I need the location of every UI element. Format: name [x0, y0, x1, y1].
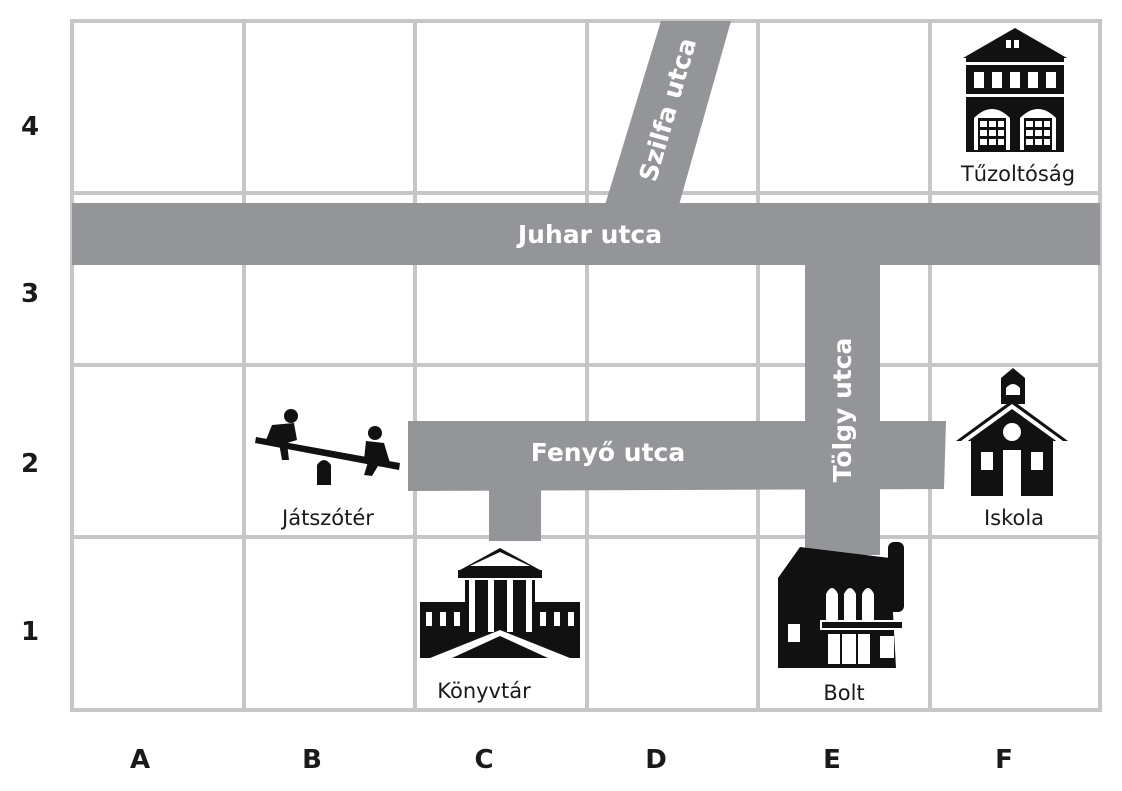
tolgy-street [805, 265, 880, 555]
juhar-street-label: Juhar utca [516, 220, 662, 249]
row-label-2: 2 [21, 449, 39, 479]
fire-station-label: Tűzoltóság [960, 162, 1075, 186]
fire-station-icon [963, 28, 1067, 152]
school-icon [956, 368, 1068, 496]
fenyo-street-label: Fenyő utca [531, 438, 685, 467]
column-label-e: E [823, 745, 841, 775]
fenyo-street [408, 421, 946, 491]
column-label-b: B [302, 745, 322, 775]
library-icon [420, 548, 580, 658]
column-label-d: D [645, 745, 667, 775]
shop-label: Bolt [823, 681, 864, 705]
column-label-f: F [995, 745, 1013, 775]
column-label-a: A [130, 745, 150, 775]
row-label-1: 1 [21, 617, 39, 647]
seesaw-icon [255, 409, 400, 485]
school-label: Iskola [984, 506, 1044, 530]
library-label: Könyvtár [437, 679, 531, 703]
column-label-c: C [474, 745, 493, 775]
juhar-street [72, 203, 1100, 265]
map-grid [70, 19, 1102, 712]
tolgy-street-label: Tölgy utca [828, 338, 857, 483]
streets [72, 21, 1100, 555]
row-label-4: 4 [21, 112, 39, 142]
szilfa-street [605, 21, 731, 205]
shop-icon [778, 542, 904, 668]
row-label-3: 3 [21, 279, 39, 309]
fenyo-street-spur [489, 489, 541, 541]
playground-label: Játszótér [280, 506, 374, 530]
